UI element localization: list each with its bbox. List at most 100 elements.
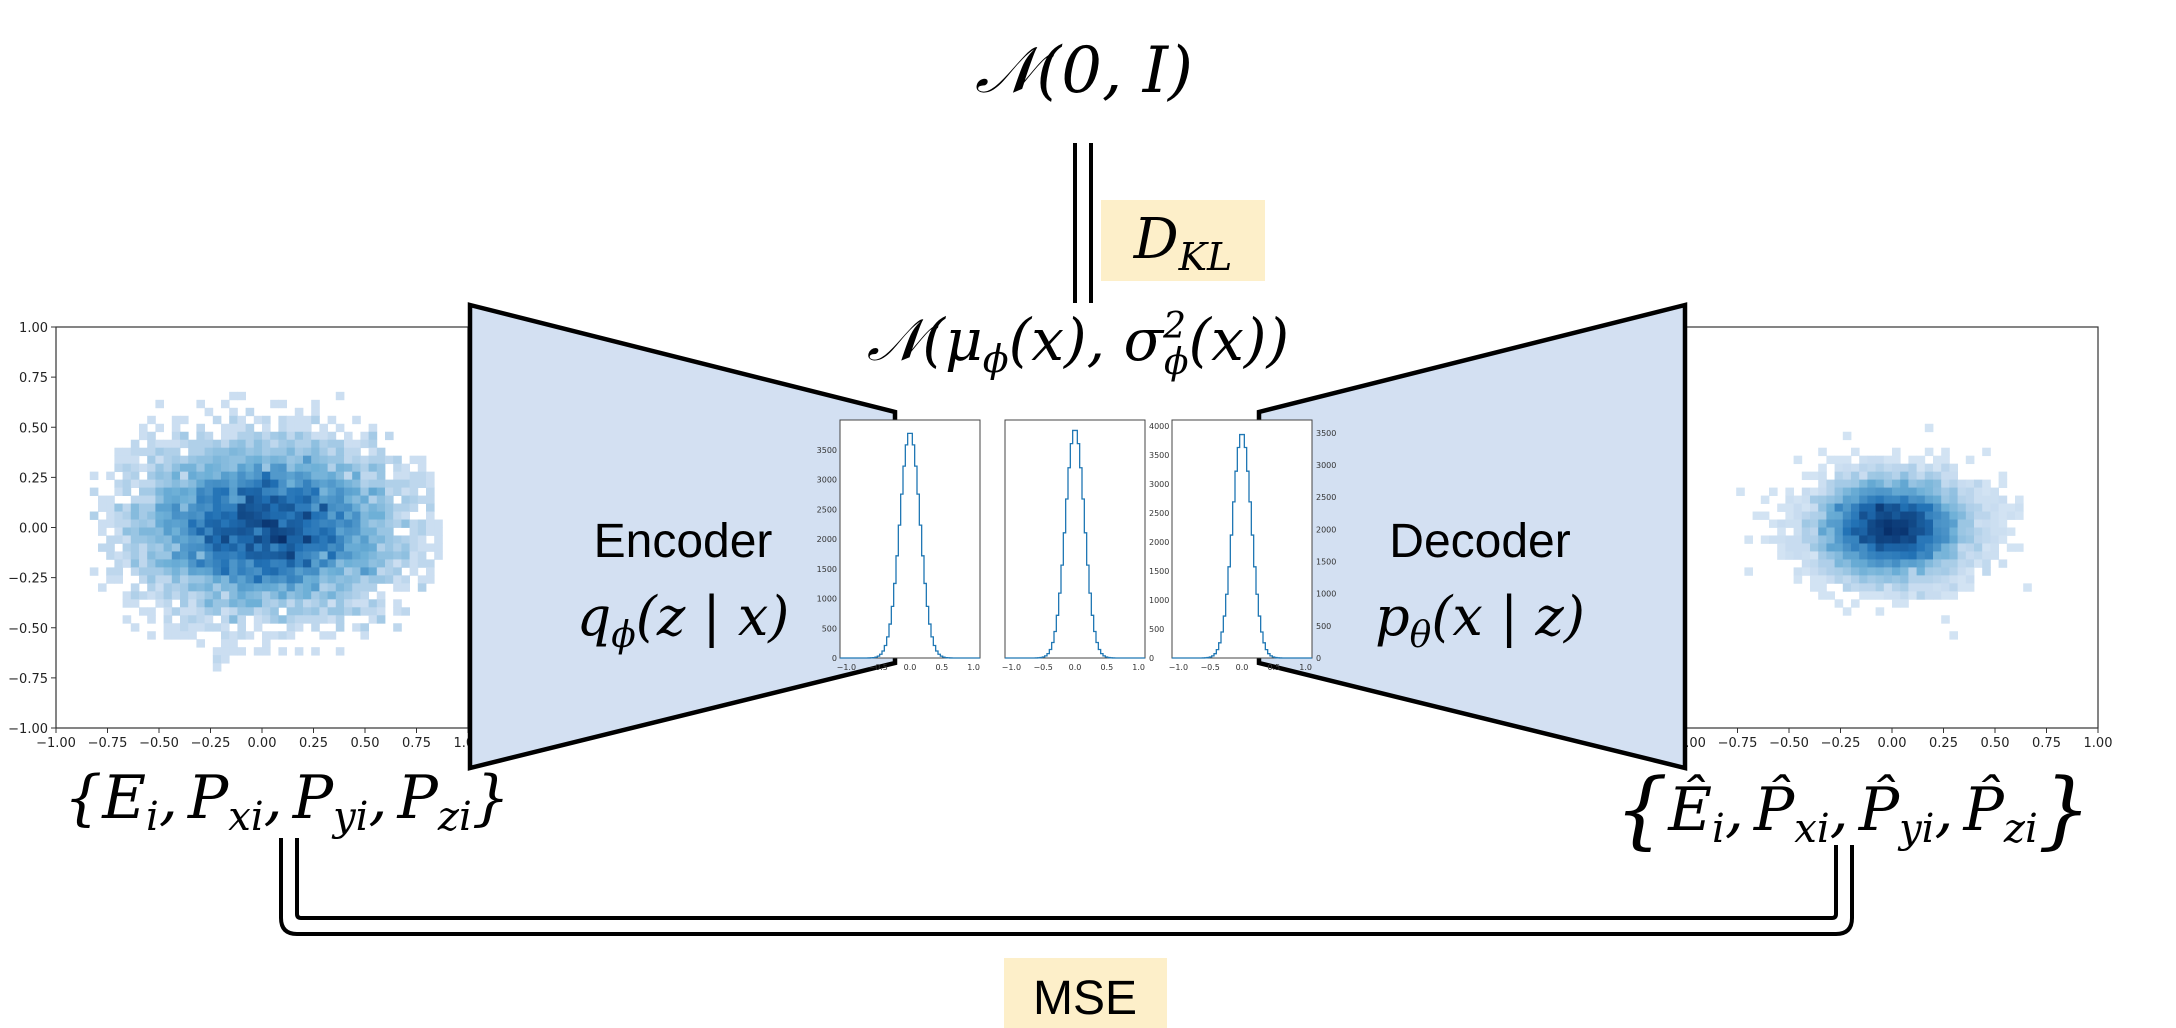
heatmap-cell <box>1785 495 1794 504</box>
heatmap-cell <box>221 399 230 409</box>
heatmap-cell <box>253 623 263 632</box>
heatmap-cell <box>1859 471 1868 481</box>
heatmap-cell <box>262 415 271 425</box>
heatmap-cell <box>360 535 369 544</box>
heatmap-cell <box>130 551 140 560</box>
heatmap-cell <box>401 551 410 560</box>
heatmap-cell <box>262 639 271 648</box>
heatmap-cell <box>212 439 222 449</box>
heatmap-cell <box>114 551 123 560</box>
heatmap-cell <box>180 487 189 496</box>
heatmap-cell <box>180 543 189 552</box>
heatmap-cell <box>180 559 189 568</box>
heatmap-cell <box>196 575 205 584</box>
heatmap-cell <box>1875 519 1885 528</box>
heatmap-cell <box>270 543 279 552</box>
heatmap-cell <box>204 623 214 632</box>
heatmap-cell <box>1883 527 1893 536</box>
heatmap-cell <box>171 543 181 552</box>
heatmap-cell <box>294 471 304 481</box>
heatmap-cell <box>1892 543 1901 552</box>
heatmap-cell <box>237 591 246 600</box>
heatmap-cell <box>229 487 238 496</box>
heatmap-cell <box>171 487 181 496</box>
heatmap-cell <box>171 583 181 592</box>
histogram-y-tick: 3500 <box>817 446 837 455</box>
heatmap-cell <box>1982 551 1991 560</box>
heatmap-cell <box>1818 583 1827 592</box>
x-tick-label: −0.50 <box>1769 736 1809 751</box>
histogram-line <box>840 432 980 659</box>
heatmap-cell <box>1867 519 1876 528</box>
heatmap-cell <box>1875 567 1885 576</box>
heatmap-cell <box>1900 575 1909 584</box>
heatmap-cell <box>245 495 255 504</box>
heatmap-cell <box>1982 487 1991 496</box>
heatmap-cell <box>130 599 140 608</box>
heatmap-cell <box>1875 535 1885 544</box>
heatmap-cell <box>1965 543 1975 552</box>
heatmap-cell <box>1810 495 1819 504</box>
heatmap-cell <box>139 575 148 584</box>
heatmap-cell <box>393 479 402 488</box>
heatmap-cell <box>1990 543 1999 552</box>
heatmap-cell <box>212 455 222 465</box>
heatmap-cell <box>262 423 271 433</box>
heatmap-cell <box>1801 559 1811 568</box>
heatmap-cell <box>1834 527 1844 536</box>
heatmap-cell <box>229 495 238 504</box>
histogram-y-tick: 500 <box>1149 625 1164 634</box>
histogram-y-tick: 500 <box>1316 622 1331 631</box>
heatmap-cell <box>376 591 386 600</box>
heatmap-cell <box>1851 575 1860 584</box>
heatmap-cell <box>1883 583 1893 592</box>
heatmap-cell <box>98 583 107 592</box>
heatmap-cell <box>1965 455 1975 465</box>
heatmap-cell <box>147 559 156 568</box>
heatmap-cell <box>335 439 345 449</box>
histogram-y-tick: 3000 <box>1149 480 1169 489</box>
heatmap-cell <box>376 575 386 584</box>
heatmap-cell <box>352 583 361 592</box>
heatmap-cell <box>1859 591 1868 600</box>
x-tick-label: −0.25 <box>191 736 231 751</box>
heatmap-cell <box>196 599 205 608</box>
heatmap-cell <box>1908 591 1917 600</box>
heatmap-cell <box>171 431 181 441</box>
heatmap-cell <box>2006 543 2016 552</box>
heatmap-cell <box>1834 503 1844 512</box>
heatmap-cell <box>376 527 386 536</box>
heatmap-cell <box>188 607 197 616</box>
heatmap-cell <box>376 479 386 488</box>
heatmap-cell <box>89 487 99 496</box>
heatmap-cell <box>245 471 255 481</box>
heatmap-cell <box>1957 479 1967 488</box>
heatmap-cell <box>262 527 271 536</box>
heatmap-cell <box>1859 575 1868 584</box>
heatmap-cell <box>1924 567 1934 576</box>
heatmap-cell <box>1933 543 1942 552</box>
input-heatmap-xticks: −1.00−0.75−0.50−0.250.000.250.500.751.00 <box>36 728 482 751</box>
heatmap-cell <box>1974 543 1983 552</box>
heatmap-cell <box>1916 479 1926 488</box>
heatmap-cell <box>311 519 320 528</box>
heatmap-cell <box>368 439 378 449</box>
heatmap-cell <box>1900 511 1909 520</box>
heatmap-cell <box>344 455 353 465</box>
heatmap-cell <box>376 607 386 616</box>
heatmap-cell <box>393 559 402 568</box>
heatmap-cell <box>1892 567 1901 576</box>
heatmap-cell <box>1892 511 1901 520</box>
heatmap-cell <box>360 511 369 520</box>
heatmap-cell <box>237 543 246 552</box>
y-tick-label: 0.00 <box>19 522 48 537</box>
heatmap-cell <box>130 439 140 449</box>
heatmap-cell <box>1834 575 1844 584</box>
heatmap-cell <box>204 559 214 568</box>
heatmap-cell <box>1875 455 1885 465</box>
heatmap-cell <box>1916 559 1926 568</box>
heatmap-cell <box>1933 487 1942 496</box>
heatmap-cell <box>147 631 156 640</box>
heatmap-cell <box>204 583 214 592</box>
heatmap-cell <box>417 519 427 528</box>
